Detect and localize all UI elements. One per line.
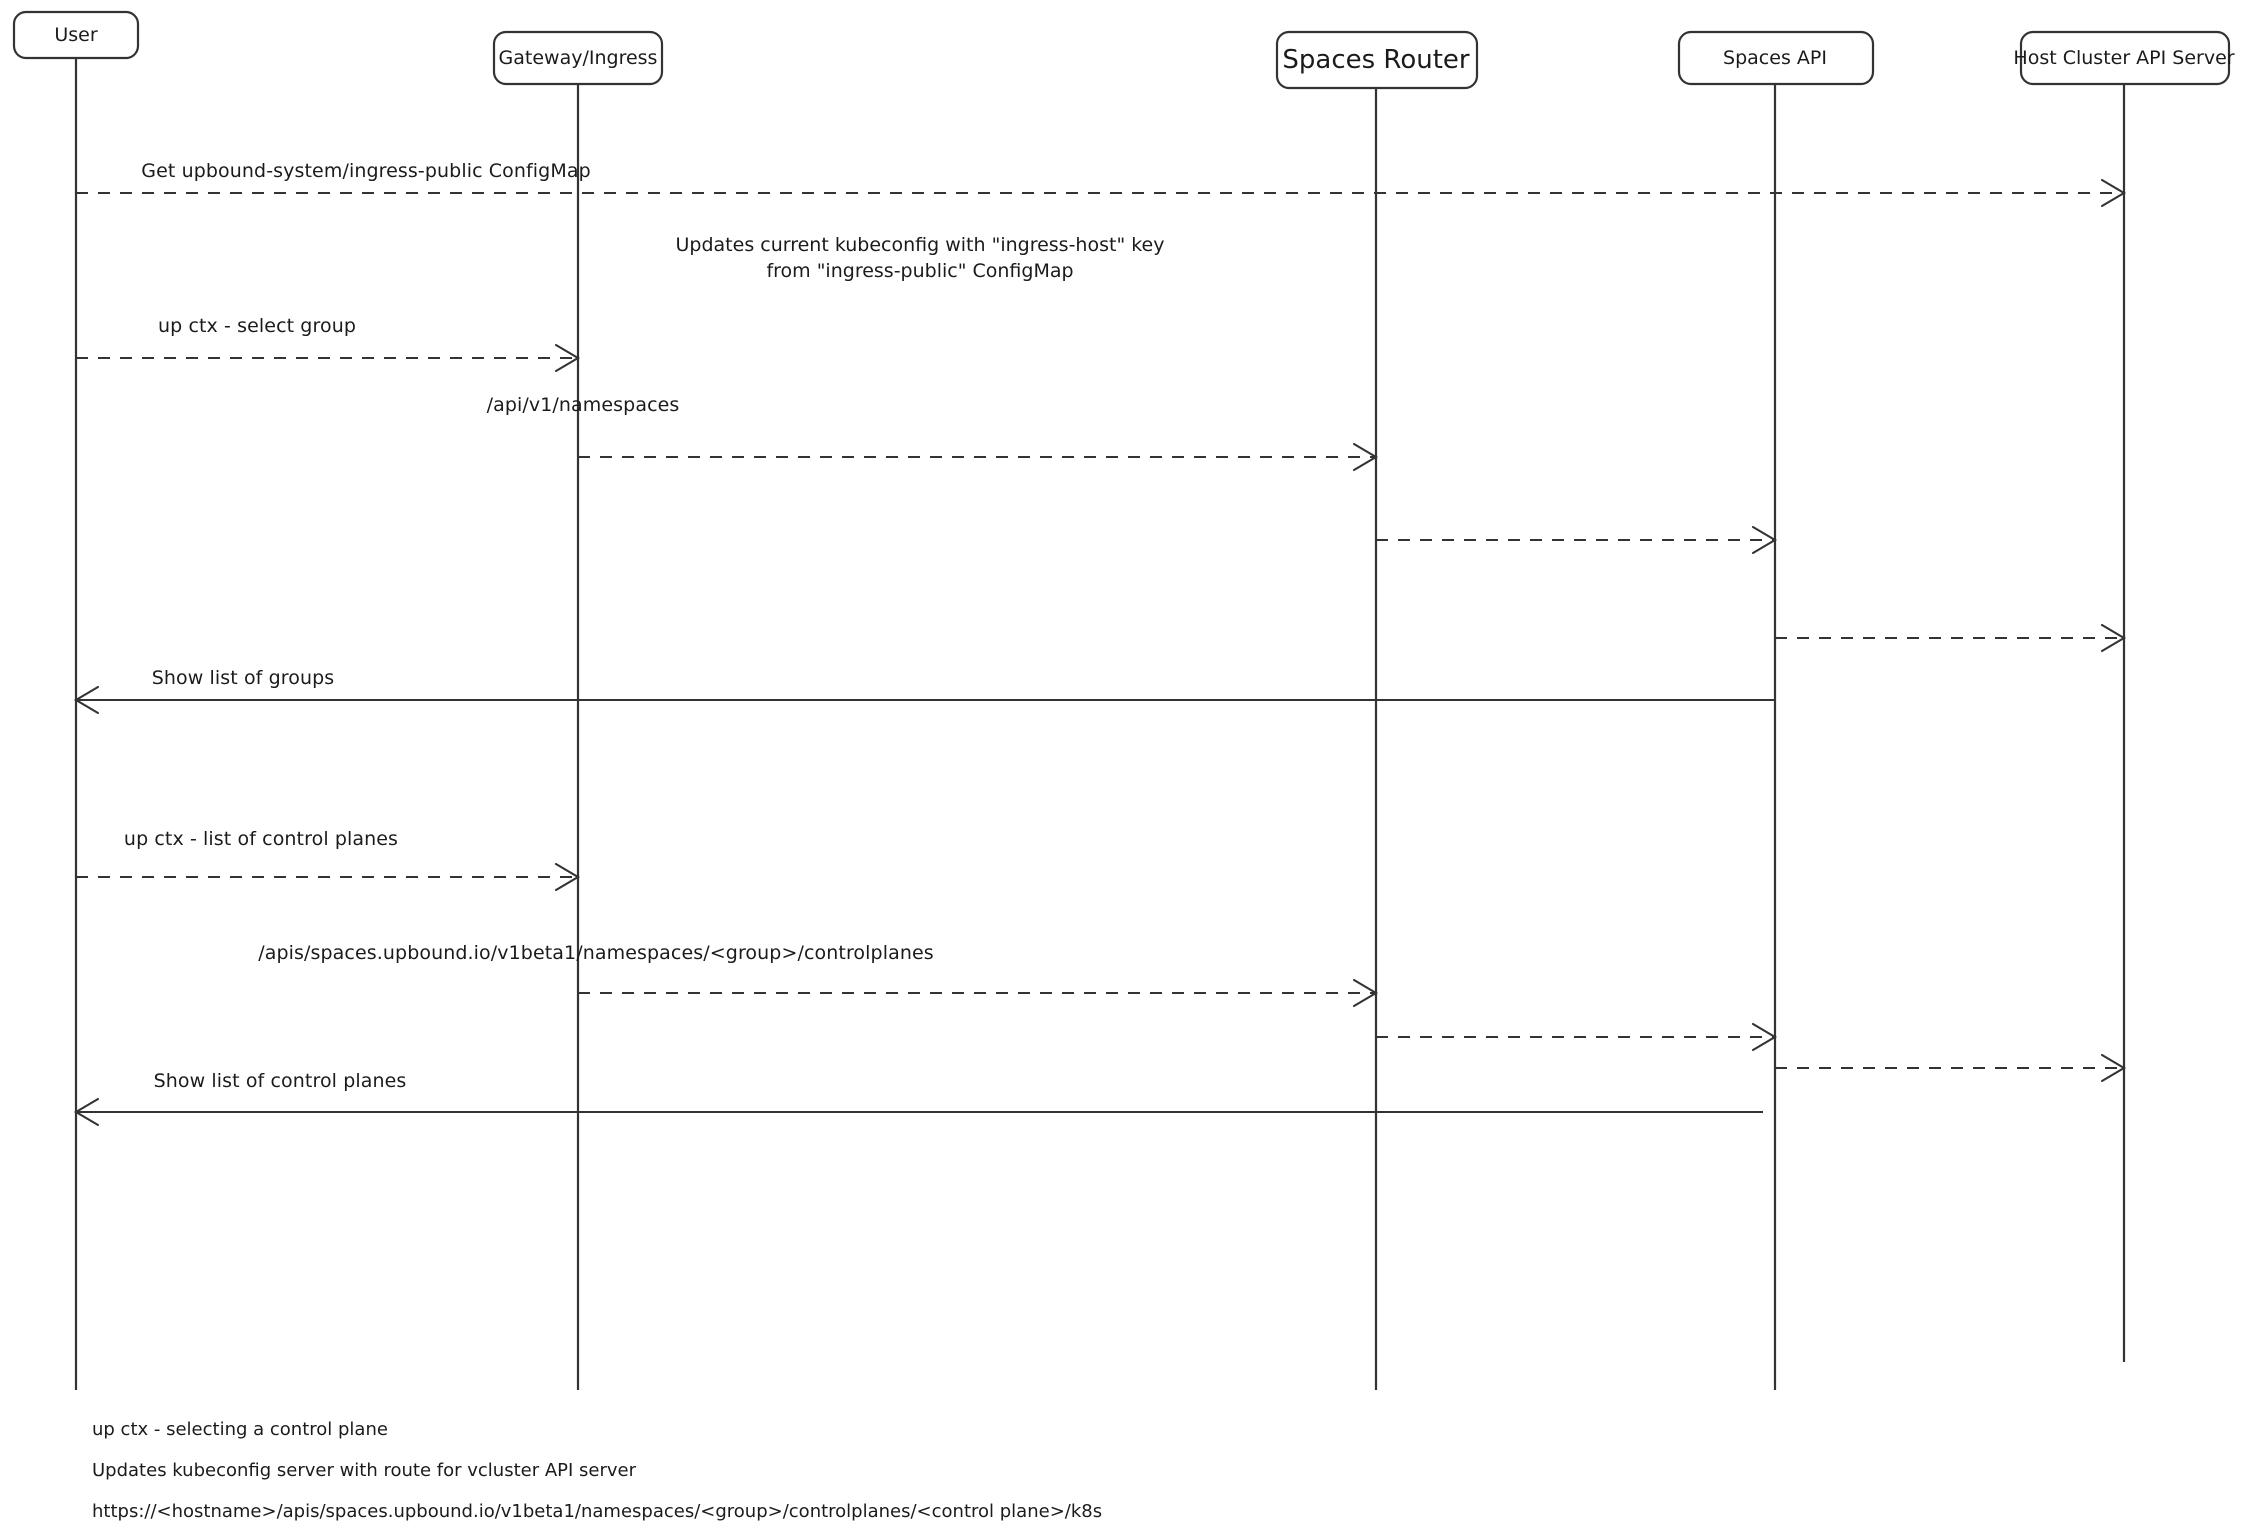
arrowhead-router-to-spaces-api-1: [1751, 525, 1778, 555]
actor-box-gateway[interactable]: [492, 30, 664, 86]
arrowhead-show-list-of-control-planes: [73, 1097, 100, 1127]
arrowhead-up-ctx-list-control-planes: [554, 862, 581, 892]
actor-box-user[interactable]: [12, 10, 140, 60]
arrowhead-show-list-of-groups: [73, 685, 100, 715]
arrowhead-get-configmap: [2100, 178, 2127, 208]
actor-boxes-group: [12, 10, 2231, 90]
arrowhead-api-v1-namespaces: [1352, 442, 1379, 472]
arrowhead-up-ctx-select-group: [554, 343, 581, 373]
messages-group: [73, 178, 2127, 1127]
lifelines-group: [74, 58, 2126, 1390]
arrowhead-router-to-spaces-api-2: [1751, 1022, 1778, 1052]
actor-box-router[interactable]: [1275, 30, 1479, 90]
actor-box-host-api[interactable]: [2019, 30, 2231, 86]
arrowhead-spaces-api-to-host-2: [2100, 1053, 2127, 1083]
arrowhead-controlplanes-endpoint: [1352, 978, 1379, 1008]
arrowhead-spaces-api-to-host-1: [2100, 623, 2127, 653]
actor-box-spaces-api[interactable]: [1677, 30, 1875, 86]
